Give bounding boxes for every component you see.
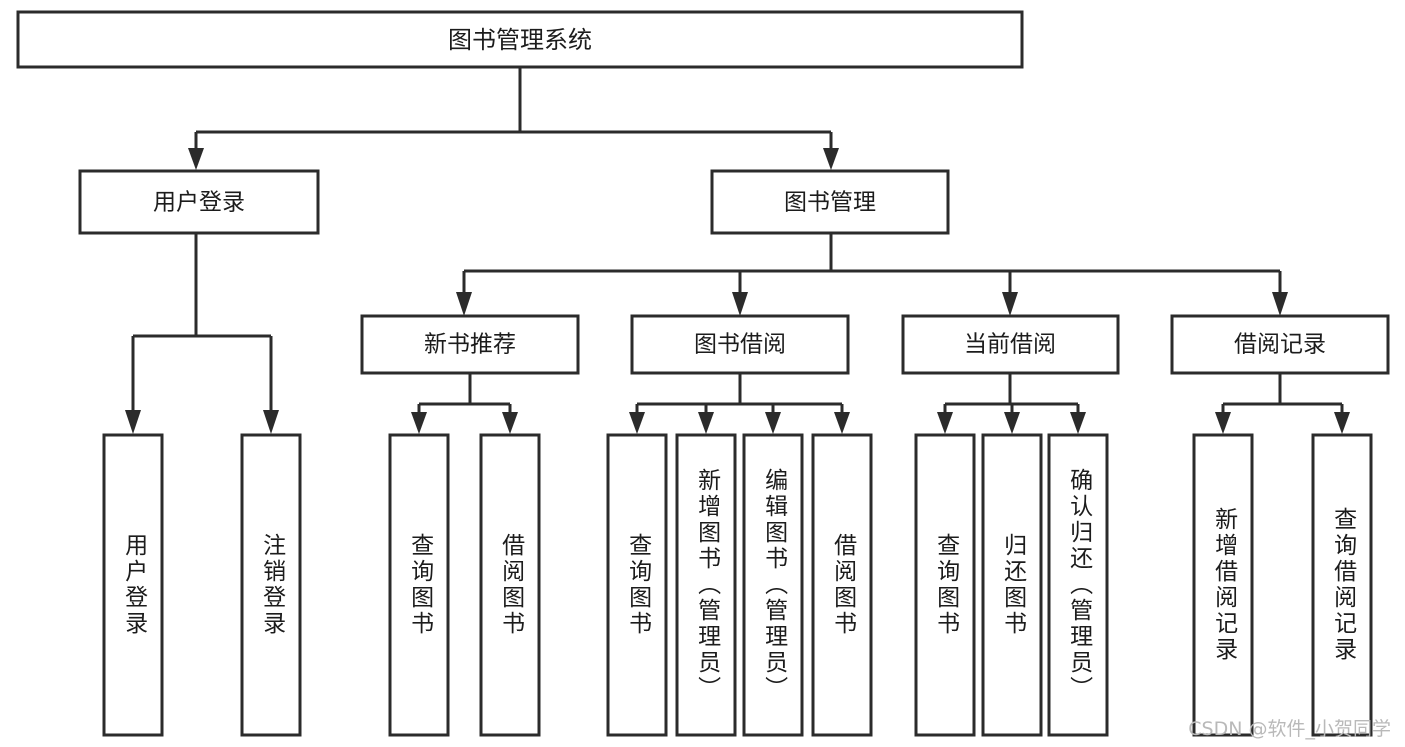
node-new-book-recommend-box[interactable] bbox=[360, 314, 580, 375]
leaf-borrow-book-2-box[interactable] bbox=[811, 433, 873, 737]
node-book-manage[interactable]: 图书管理 bbox=[710, 169, 950, 235]
leaf-query-book-1-label: 查询图书 bbox=[406, 533, 433, 637]
arrow-to-current-borrow bbox=[1002, 292, 1018, 316]
connectors-new-book-recommend-to-leaves bbox=[411, 373, 518, 434]
connectors-root-to-level1 bbox=[188, 66, 839, 170]
leaf-add-book-box[interactable] bbox=[675, 433, 737, 737]
leaf-query-record-label: 查询借阅记录 bbox=[1329, 507, 1356, 663]
leaf-user-login-label: 用户登录 bbox=[120, 533, 147, 637]
node-current-borrow[interactable]: 当前借阅 bbox=[901, 314, 1120, 375]
leaf-add-record-label: 新增借阅记录 bbox=[1210, 507, 1237, 663]
arrow-to-leaf-borrow-book-1 bbox=[502, 412, 518, 434]
connectors-current-borrow-to-leaves bbox=[937, 373, 1086, 434]
leaf-query-book-2[interactable]: 查询图书 bbox=[606, 433, 668, 737]
node-root[interactable]: 图书管理系统 bbox=[16, 10, 1024, 69]
node-user-login-label: 用户登录 bbox=[153, 190, 245, 216]
leaf-borrow-book-1[interactable]: 借阅图书 bbox=[479, 433, 541, 737]
leaf-query-book-2-box[interactable] bbox=[606, 433, 668, 737]
arrow-to-leaf-user-login bbox=[125, 410, 141, 434]
leaf-query-book-2-label: 查询图书 bbox=[624, 533, 651, 637]
connectors-borrow-record-to-leaves bbox=[1215, 373, 1350, 434]
arrow-to-book-manage bbox=[823, 148, 839, 170]
connectors-user-login-to-leaves bbox=[125, 233, 279, 434]
node-borrow-record[interactable]: 借阅记录 bbox=[1170, 314, 1390, 375]
leaf-query-book-1[interactable]: 查询图书 bbox=[388, 433, 450, 737]
connectors-book-borrow-to-leaves bbox=[629, 373, 850, 434]
arrow-to-leaf-borrow-book-2 bbox=[834, 412, 850, 434]
node-root-box[interactable] bbox=[16, 10, 1024, 69]
leaf-query-book-3-box[interactable] bbox=[914, 433, 976, 737]
leaf-return-book-label: 归还图书 bbox=[999, 533, 1026, 637]
arrow-to-leaf-confirm-return bbox=[1070, 412, 1086, 434]
leaf-borrow-book-1-box[interactable] bbox=[479, 433, 541, 737]
leaf-logout-box[interactable] bbox=[240, 433, 302, 737]
node-current-borrow-box[interactable] bbox=[901, 314, 1120, 375]
leaf-borrow-book-2[interactable]: 借阅图书 bbox=[811, 433, 873, 737]
leaf-query-book-3-label: 查询图书 bbox=[932, 533, 959, 637]
leaf-logout-label: 注销登录 bbox=[258, 533, 285, 637]
arrow-to-new-book-recommend bbox=[456, 292, 472, 316]
node-book-manage-label: 图书管理 bbox=[784, 190, 876, 216]
node-new-book-recommend[interactable]: 新书推荐 bbox=[360, 314, 580, 375]
node-book-borrow-label: 图书借阅 bbox=[694, 332, 786, 358]
arrow-to-leaf-query-book-2 bbox=[629, 412, 645, 434]
leaf-return-book-box[interactable] bbox=[981, 433, 1043, 737]
arrow-to-leaf-edit-book bbox=[765, 412, 781, 434]
leaf-add-record-box[interactable] bbox=[1192, 433, 1254, 737]
node-book-borrow[interactable]: 图书借阅 bbox=[630, 314, 850, 375]
leaf-logout[interactable]: 注销登录 bbox=[240, 433, 302, 737]
leaf-edit-book-label: 编辑图书（管理员） bbox=[760, 468, 787, 702]
leaf-edit-book[interactable]: 编辑图书（管理员） bbox=[742, 433, 804, 737]
leaf-add-book[interactable]: 新增图书（管理员） bbox=[675, 433, 737, 737]
leaf-confirm-return-label: 确认归还（管理员） bbox=[1065, 468, 1092, 702]
node-borrow-record-label: 借阅记录 bbox=[1234, 332, 1326, 358]
arrow-to-leaf-add-record bbox=[1215, 412, 1231, 434]
leaf-query-record-box[interactable] bbox=[1311, 433, 1373, 737]
leaf-user-login-box[interactable] bbox=[102, 433, 164, 737]
arrow-to-leaf-query-book-3 bbox=[937, 412, 953, 434]
node-book-manage-box[interactable] bbox=[710, 169, 950, 235]
arrow-to-borrow-record bbox=[1272, 292, 1288, 316]
arrow-to-book-borrow bbox=[732, 292, 748, 316]
leaf-query-book-1-box[interactable] bbox=[388, 433, 450, 737]
node-book-borrow-box[interactable] bbox=[630, 314, 850, 375]
node-new-book-recommend-label: 新书推荐 bbox=[424, 332, 516, 358]
arrow-to-leaf-query-record bbox=[1334, 412, 1350, 434]
leaf-borrow-book-1-label: 借阅图书 bbox=[497, 533, 524, 637]
node-current-borrow-label: 当前借阅 bbox=[964, 332, 1056, 358]
leaf-user-login[interactable]: 用户登录 bbox=[102, 433, 164, 737]
arrow-to-leaf-add-book bbox=[698, 412, 714, 434]
leaf-confirm-return[interactable]: 确认归还（管理员） bbox=[1047, 433, 1109, 737]
leaf-query-book-3[interactable]: 查询图书 bbox=[914, 433, 976, 737]
leaf-borrow-book-2-label: 借阅图书 bbox=[829, 533, 856, 637]
leaf-query-record[interactable]: 查询借阅记录 bbox=[1311, 433, 1373, 737]
connectors-book-manage-to-level2 bbox=[456, 233, 1288, 316]
leaf-return-book[interactable]: 归还图书 bbox=[981, 433, 1043, 737]
arrow-to-leaf-query-book-1 bbox=[411, 412, 427, 434]
arrow-to-leaf-return-book bbox=[1004, 412, 1020, 434]
leaf-edit-book-box[interactable] bbox=[742, 433, 804, 737]
arrow-to-leaf-logout bbox=[263, 410, 279, 434]
node-root-label: 图书管理系统 bbox=[448, 26, 592, 54]
leaf-confirm-return-box[interactable] bbox=[1047, 433, 1109, 737]
node-user-login[interactable]: 用户登录 bbox=[78, 169, 320, 235]
node-user-login-box[interactable] bbox=[78, 169, 320, 235]
arrow-to-user-login bbox=[188, 148, 204, 170]
leaf-add-book-label: 新增图书（管理员） bbox=[693, 468, 720, 702]
leaf-add-record[interactable]: 新增借阅记录 bbox=[1192, 433, 1254, 737]
node-borrow-record-box[interactable] bbox=[1170, 314, 1390, 375]
